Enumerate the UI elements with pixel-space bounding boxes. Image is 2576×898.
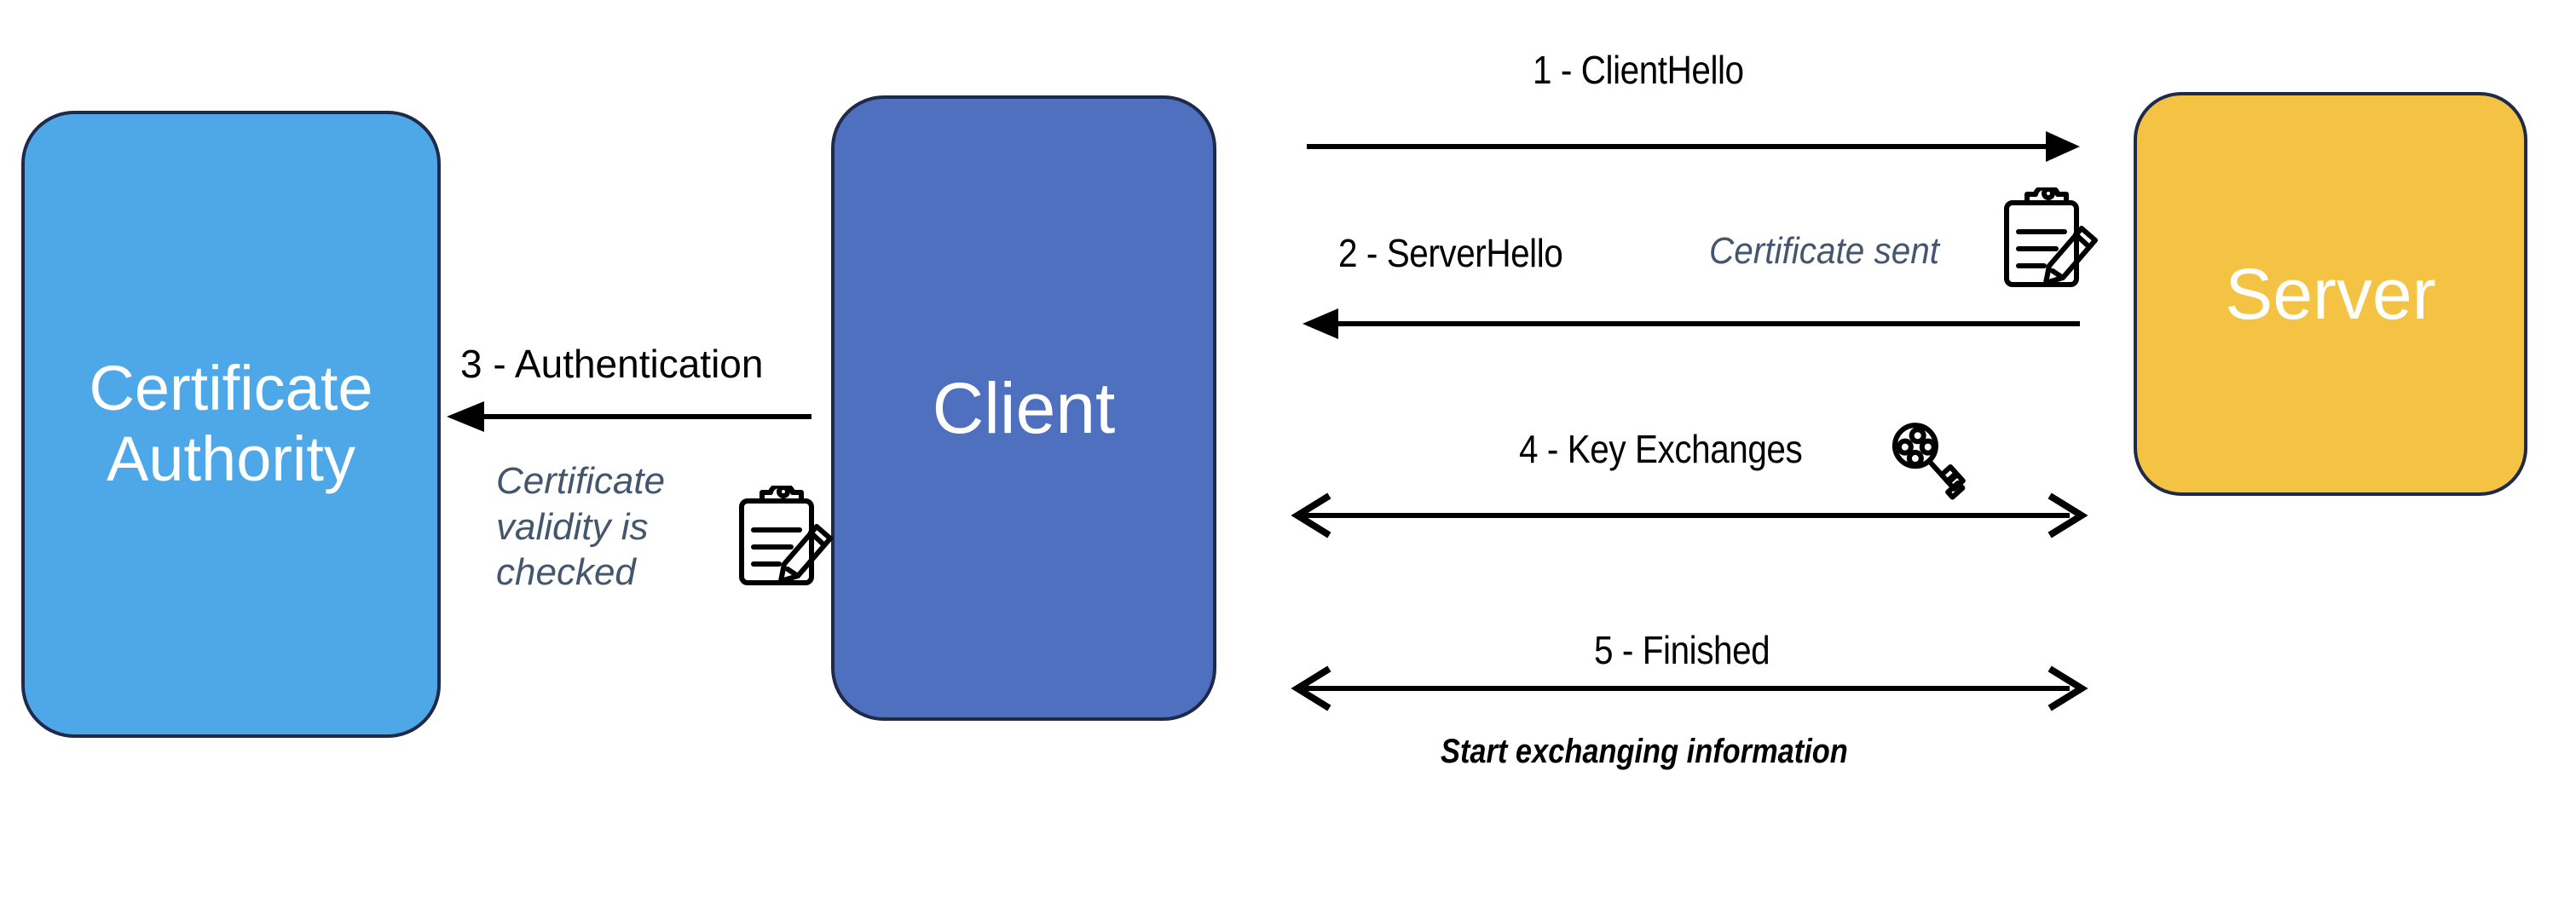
message-label-1-clienthello: 1 - ClientHello [1533,48,1744,92]
node-client-label: Client [932,367,1116,448]
annotation-certificate-sent: Certificate sent [1709,230,1939,272]
annotation-certificate-validity-line3: checked [496,551,636,594]
message-label-5-finished: 5 - Finished [1594,628,1770,672]
annotation-start-exchanging-information: Start exchanging information [1441,733,1848,770]
message-label-3-authentication: 3 - Authentication [460,342,764,386]
arrow-4-key-exchanges [1291,492,2088,538]
annotation-certificate-validity-line2: validity is [496,505,649,548]
node-server[interactable]: Server [2134,92,2527,496]
arrow-3-client-to-ca [447,401,811,432]
node-client[interactable]: Client [831,95,1216,721]
clipboard-pencil-icon [2000,187,2100,291]
annotation-certificate-validity-line1: Certificate [496,460,666,502]
clipboard-pencil-icon [735,486,835,590]
message-label-4-key-exchanges: 4 - Key Exchanges [1519,427,1803,471]
node-ca-label-line2: Authority [106,423,355,494]
node-ca-label: Certificate Authority [89,353,373,495]
message-label-2-serverhello: 2 - ServerHello [1338,231,1563,275]
arrow-2-server-to-client [1302,308,2080,339]
key-icon [1880,412,1978,510]
arrow-1-client-to-server [1307,131,2080,162]
annotation-certificate-validity: Certificate validity is checked [496,458,701,596]
node-server-label: Server [2225,253,2436,334]
node-certificate-authority[interactable]: Certificate Authority [21,111,441,738]
arrow-5-finished [1291,665,2088,711]
node-ca-label-line1: Certificate [89,353,373,424]
